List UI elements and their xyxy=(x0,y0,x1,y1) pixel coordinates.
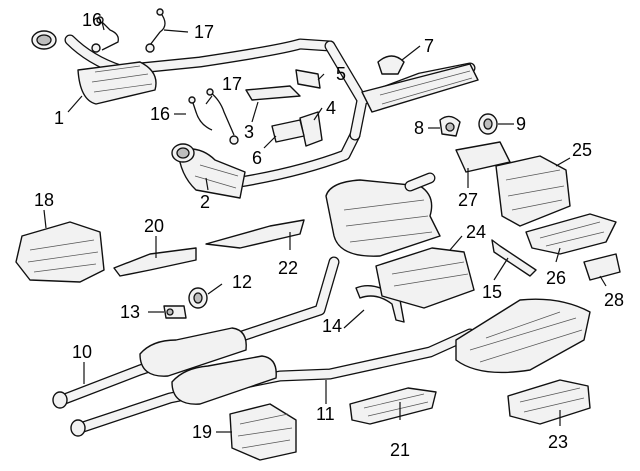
center-muffler xyxy=(325,172,441,257)
bracket-15 xyxy=(491,239,537,277)
callout-15: 15 xyxy=(482,282,502,302)
callout-23: 23 xyxy=(548,432,568,452)
oxygen-sensor-upper-16 xyxy=(91,16,119,53)
catalytic-converter-upper xyxy=(31,30,157,105)
callout-20: 20 xyxy=(144,216,164,236)
heat-shield-24 xyxy=(375,247,475,309)
callout-labels: 1 2 3 4 5 6 7 8 9 10 11 12 13 14 15 16 1… xyxy=(34,10,624,460)
tailpipe-11 xyxy=(70,328,476,437)
callout-4: 4 xyxy=(326,98,336,118)
callout-8: 8 xyxy=(414,118,424,138)
leader-lines xyxy=(43,21,607,433)
intermediate-pipe xyxy=(324,40,479,141)
heat-shield-27 xyxy=(455,141,511,173)
callout-28: 28 xyxy=(604,290,624,310)
oxygen-sensor-lower-16 xyxy=(188,96,213,131)
heat-shield-20 xyxy=(113,247,197,277)
heat-shield-22 xyxy=(205,219,305,249)
hanger-8 xyxy=(439,115,461,137)
callout-17-upper: 17 xyxy=(194,22,214,42)
bolt-13 xyxy=(163,305,187,319)
callout-26: 26 xyxy=(546,268,566,288)
callout-25: 25 xyxy=(572,140,592,160)
bracket-3 xyxy=(245,85,301,101)
callout-19: 19 xyxy=(192,422,212,442)
callout-11: 11 xyxy=(316,404,335,424)
oxygen-sensor-upper-17 xyxy=(145,8,166,53)
heat-shield-23 xyxy=(507,379,591,425)
front-pipe-upper xyxy=(64,34,336,76)
callout-18: 18 xyxy=(34,190,54,210)
callout-17-lower: 17 xyxy=(222,74,242,94)
bracket-6 xyxy=(271,119,305,143)
callout-5: 5 xyxy=(336,64,346,84)
oxygen-sensor-lower-17 xyxy=(206,88,239,145)
heat-shield-18 xyxy=(15,221,105,283)
hanger-12 xyxy=(188,287,208,309)
heat-shield-21 xyxy=(349,387,437,425)
heat-shield-28 xyxy=(583,253,621,281)
callout-9: 9 xyxy=(516,114,526,134)
callout-1: 1 xyxy=(54,108,64,128)
callout-16-lower: 16 xyxy=(150,104,170,124)
callout-14: 14 xyxy=(322,316,342,336)
front-pipe-lower xyxy=(234,129,361,188)
callout-16-upper: 16 xyxy=(82,10,102,30)
callout-2: 2 xyxy=(200,192,210,212)
callout-22: 22 xyxy=(278,258,298,278)
callout-27: 27 xyxy=(458,190,478,210)
heat-shield-26 xyxy=(525,213,617,255)
hanger-bracket-7 xyxy=(377,55,405,75)
insulator-9 xyxy=(478,113,498,135)
callout-13: 13 xyxy=(120,302,140,322)
heat-shield-25 xyxy=(495,155,571,227)
callout-12: 12 xyxy=(232,272,252,292)
catalytic-converter-lower xyxy=(171,143,246,199)
rear-muffler xyxy=(455,298,591,374)
bracket-5 xyxy=(295,69,321,89)
callout-21: 21 xyxy=(390,440,410,460)
callout-3: 3 xyxy=(244,122,254,142)
callout-6: 6 xyxy=(252,148,262,168)
callout-24: 24 xyxy=(466,222,486,242)
bracket-4 xyxy=(299,111,323,147)
callout-7: 7 xyxy=(424,36,434,56)
tailpipe-10 xyxy=(52,256,340,409)
callout-10: 10 xyxy=(72,342,92,362)
heat-shield-19 xyxy=(229,403,297,461)
